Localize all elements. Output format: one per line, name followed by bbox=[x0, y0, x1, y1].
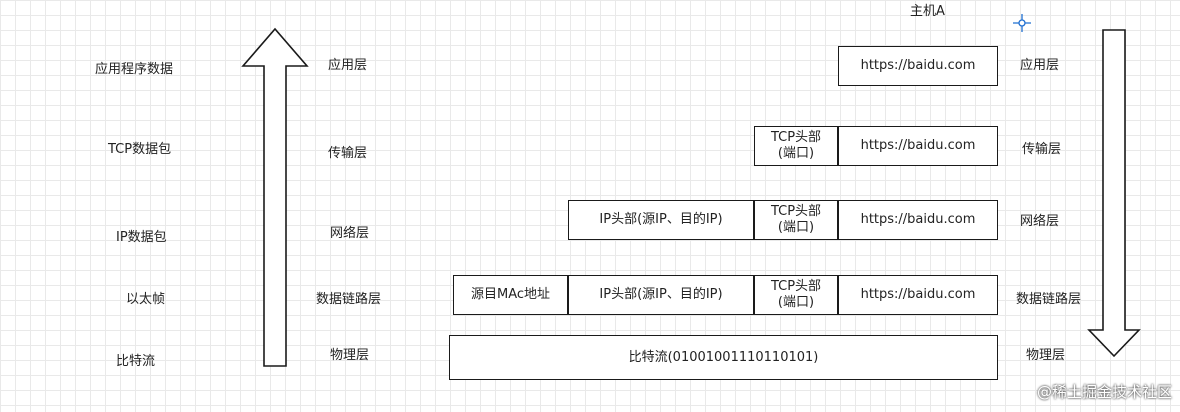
right-layer-label-network: 网络层 bbox=[1020, 214, 1060, 229]
watermark: @稀土掘金技术社区 bbox=[1036, 383, 1172, 401]
layer-label-application: 应用层 bbox=[328, 58, 368, 73]
url-box-application: https://baidu.com bbox=[838, 46, 998, 86]
ip-header-box-network: IP头部(源IP、目的IP) bbox=[568, 200, 754, 240]
tcp-header-box-datalink: TCP头部(端口) bbox=[754, 275, 838, 315]
tcp-header-box-transport: TCP头部(端口) bbox=[754, 126, 838, 166]
right-layer-label-datalink: 数据链路层 bbox=[1016, 292, 1082, 307]
right-layer-label-physical: 物理层 bbox=[1026, 348, 1066, 363]
layer-label-physical: 物理层 bbox=[330, 348, 370, 363]
crosshair-icon bbox=[1013, 14, 1031, 32]
ip-header-box-datalink: IP头部(源IP、目的IP) bbox=[568, 275, 754, 315]
layer-label-transport: 传输层 bbox=[328, 146, 368, 161]
data-unit-app: 应用程序数据 bbox=[95, 62, 174, 77]
mac-header-box: 源目MAc地址 bbox=[453, 275, 568, 315]
host-title: 主机A bbox=[910, 4, 945, 19]
tcp-header-box-network: TCP头部(端口) bbox=[754, 200, 838, 240]
url-box-transport: https://baidu.com bbox=[838, 126, 998, 166]
right-layer-label-application: 应用层 bbox=[1020, 58, 1060, 73]
url-box-network: https://baidu.com bbox=[838, 200, 998, 240]
bitstream-box: 比特流(010010011101101​01) bbox=[449, 335, 998, 380]
data-unit-frame: 以太帧 bbox=[126, 292, 166, 307]
data-unit-bits: 比特流 bbox=[116, 354, 156, 369]
layer-label-network: 网络层 bbox=[330, 226, 370, 241]
layer-label-datalink: 数据链路层 bbox=[316, 292, 382, 307]
data-unit-ip: IP数据包 bbox=[116, 230, 167, 245]
data-unit-tcp: TCP数据包 bbox=[108, 142, 172, 157]
right-layer-label-transport: 传输层 bbox=[1022, 142, 1062, 157]
url-box-datalink: https://baidu.com bbox=[838, 275, 998, 315]
